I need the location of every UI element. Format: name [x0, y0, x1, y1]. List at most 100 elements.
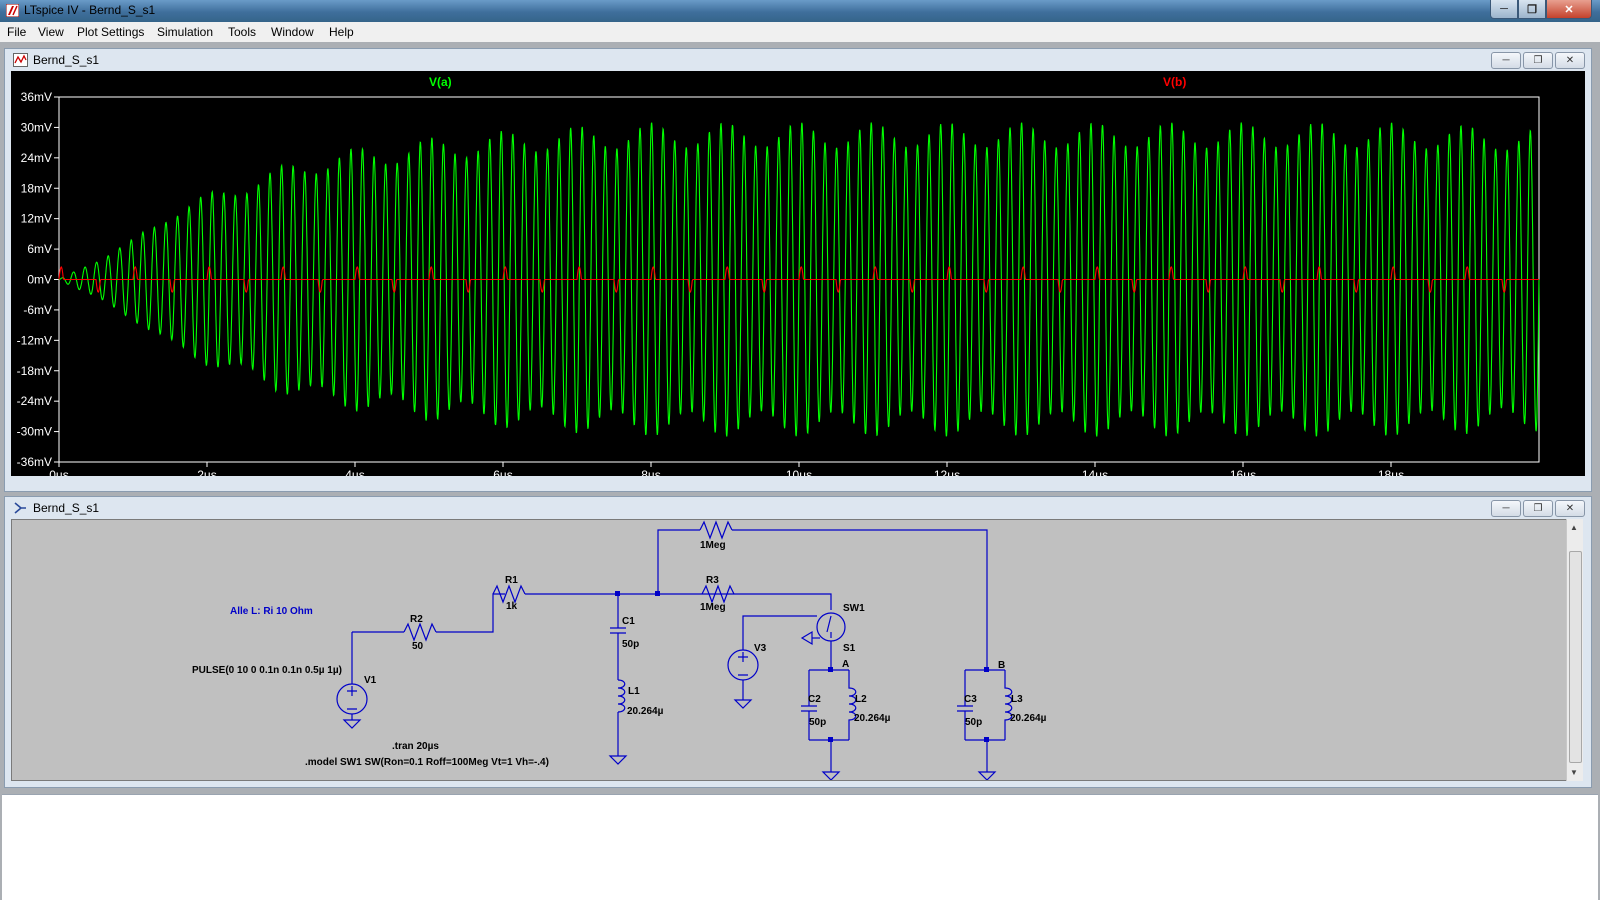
y-tick-label: 30mV — [21, 120, 52, 134]
value-r4: 1Meg — [700, 540, 726, 551]
ground-icon — [821, 771, 841, 781]
x-tick-label: 18µs — [1378, 468, 1404, 476]
value-r1: 1k — [506, 601, 518, 612]
schematic-drawing[interactable]: Alle L: Ri 10 Ohm PULSE(0 10 0 0.1n 0.1n… — [12, 520, 1568, 781]
menu-view[interactable]: View — [38, 25, 64, 39]
plot-minimize-button[interactable]: ─ — [1491, 52, 1521, 69]
menu-help[interactable]: Help — [329, 25, 354, 39]
schematic-canvas[interactable]: Alle L: Ri 10 Ohm PULSE(0 10 0 0.1n 0.1n… — [11, 519, 1569, 781]
plot-window-title-bar[interactable]: Bernd_S_s1 ─ ❐ ✕ — [5, 49, 1591, 71]
legend-vb[interactable]: V(b) — [1163, 75, 1186, 89]
inductor-l1[interactable] — [617, 679, 626, 713]
capacitor-c3[interactable] — [957, 670, 973, 740]
net-label-b: B — [998, 660, 1005, 671]
scroll-up-icon[interactable]: ▲ — [1570, 523, 1578, 532]
label-v3: V3 — [754, 643, 767, 654]
y-tick-label: -24mV — [17, 394, 52, 408]
wire[interactable] — [742, 615, 817, 650]
app-title-bar[interactable]: LTspice IV - Bernd_S_s1 ─ ❐ ✕ — [0, 0, 1600, 22]
voltage-source-v3[interactable] — [727, 649, 759, 681]
scroll-down-icon[interactable]: ▼ — [1570, 768, 1578, 777]
y-tick-label: 24mV — [21, 151, 52, 165]
y-tick-label: -36mV — [17, 455, 52, 469]
plot-restore-button[interactable]: ❐ — [1523, 52, 1553, 69]
x-tick-label: 14µs — [1082, 468, 1108, 476]
wire[interactable] — [657, 529, 700, 594]
minimize-button[interactable]: ─ — [1490, 0, 1518, 19]
model-directive[interactable]: .model SW1 SW(Ron=0.1 Roff=100Meg Vt=1 V… — [305, 757, 549, 768]
tran-directive[interactable]: .tran 20µs — [392, 741, 439, 752]
wire[interactable] — [732, 529, 988, 670]
ltspice-logo-icon — [6, 4, 19, 17]
schematic-note[interactable]: Alle L: Ri 10 Ohm — [230, 606, 313, 617]
switch-contact[interactable] — [826, 615, 832, 638]
label-c2: C2 — [808, 694, 821, 705]
schematic-vertical-scrollbar[interactable]: ▲ ▼ — [1566, 519, 1583, 781]
schematic-close-button[interactable]: ✕ — [1555, 500, 1585, 517]
x-tick-label: 8µs — [641, 468, 661, 476]
menu-simulation[interactable]: Simulation — [157, 25, 214, 39]
close-icon: ✕ — [1565, 55, 1575, 66]
x-tick-label: 2µs — [197, 468, 217, 476]
waveform-chart[interactable]: 36mV30mV24mV18mV12mV6mV0mV-6mV-12mV-18mV… — [11, 71, 1585, 482]
inductor-l2[interactable] — [848, 670, 857, 740]
value-r2: 50 — [412, 641, 424, 652]
voltage-source-v1-polarity — [347, 686, 357, 710]
bottom-pane — [2, 794, 1598, 901]
menu-file[interactable]: File — [7, 25, 27, 39]
voltage-source-v1[interactable] — [336, 683, 368, 715]
junction-dot — [828, 667, 833, 672]
wire[interactable] — [800, 630, 813, 646]
label-r1: R1 — [505, 575, 518, 586]
value-l3: 20.264µ — [1010, 713, 1047, 724]
source-spec[interactable]: PULSE(0 10 0 0.1n 0.1n 0.5µ 1µ) — [192, 665, 342, 676]
label-sw1: SW1 — [843, 603, 865, 614]
schematic-minimize-button[interactable]: ─ — [1491, 500, 1521, 517]
maximize-button[interactable]: ❐ — [1518, 0, 1546, 19]
y-tick-label: -18mV — [17, 364, 52, 378]
resistor-r3[interactable] — [701, 584, 735, 604]
scrollbar-thumb[interactable] — [1569, 551, 1582, 763]
schematic-window-title-bar[interactable]: Bernd_S_s1 ─ ❐ ✕ — [5, 497, 1591, 519]
app-title: LTspice IV - Bernd_S_s1 — [24, 3, 156, 17]
junction-dot — [655, 591, 660, 596]
label-v1: V1 — [364, 675, 377, 686]
resistor-r4[interactable] — [699, 520, 733, 540]
restore-icon: ❐ — [1527, 3, 1537, 16]
schematic-restore-button[interactable]: ❐ — [1523, 500, 1553, 517]
junction-dot — [984, 667, 989, 672]
menu-tools[interactable]: Tools — [228, 25, 257, 39]
value-l2: 20.264µ — [854, 713, 891, 724]
menu-plot-settings[interactable]: Plot Settings — [77, 25, 145, 39]
wire[interactable] — [436, 593, 505, 633]
legend-va[interactable]: V(a) — [429, 75, 452, 89]
inductor-l3[interactable] — [1004, 670, 1013, 740]
menu-window[interactable]: Window — [271, 25, 314, 39]
x-tick-label: 10µs — [786, 468, 812, 476]
close-icon: ✕ — [1565, 503, 1575, 514]
y-tick-label: 18mV — [21, 181, 52, 195]
close-button[interactable]: ✕ — [1546, 0, 1592, 19]
schematic-window: Bernd_S_s1 ─ ❐ ✕ — [4, 496, 1592, 788]
resistor-r1[interactable] — [492, 584, 526, 604]
voltage-source-v3-polarity — [738, 652, 748, 676]
ground-icon — [733, 699, 753, 709]
x-tick-label: 12µs — [934, 468, 960, 476]
resistor-r2[interactable] — [403, 622, 437, 642]
value-c3: 50p — [965, 717, 982, 728]
wire[interactable] — [525, 593, 832, 610]
x-tick-label: 0µs — [49, 468, 69, 476]
net-label-a: A — [842, 659, 849, 670]
capacitor-c1[interactable] — [610, 627, 626, 634]
plot-window-title: Bernd_S_s1 — [33, 53, 100, 67]
value-r3: 1Meg — [700, 602, 726, 613]
capacitor-c2[interactable] — [801, 670, 817, 740]
value-l1: 20.264µ — [627, 706, 664, 717]
minimize-icon: ─ — [1500, 3, 1508, 15]
plot-close-button[interactable]: ✕ — [1555, 52, 1585, 69]
trace-vb[interactable] — [58, 266, 1539, 293]
x-tick-label: 4µs — [345, 468, 365, 476]
restore-icon: ❐ — [1533, 55, 1543, 66]
label-c1: C1 — [622, 616, 635, 627]
